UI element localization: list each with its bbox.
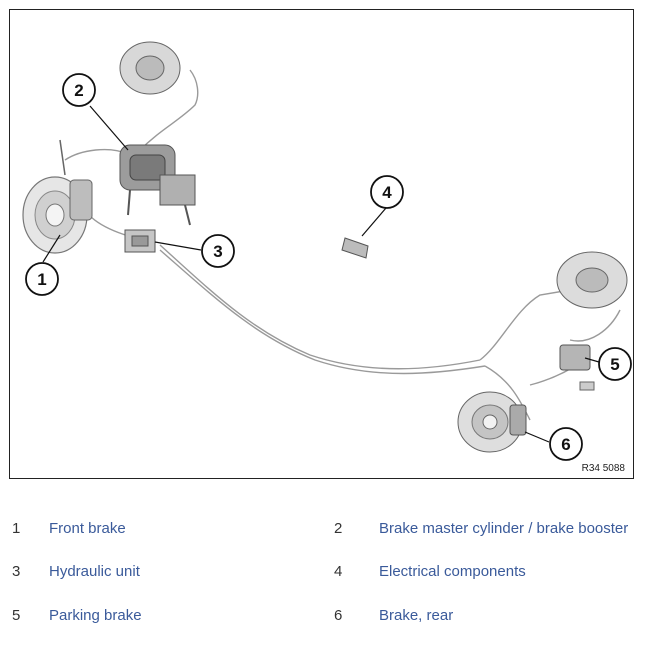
legend-label-master-cylinder: Brake master cylinder / brake booster (379, 520, 629, 537)
svg-text:5: 5 (610, 355, 619, 374)
brake-lines (64, 69, 621, 421)
hydraulic-unit (124, 229, 156, 253)
parking-brake (559, 344, 595, 391)
legend-number: 2 (334, 520, 343, 537)
brake-system-diagram: 1 2 3 4 5 6 R34 5088 (9, 9, 634, 479)
svg-text:1: 1 (37, 270, 46, 289)
legend-label-front-brake: Front brake (49, 520, 126, 537)
legend-label-parking-brake: Parking brake (49, 607, 142, 624)
legend-number: 6 (334, 607, 343, 624)
electrical-component (341, 237, 369, 259)
rear-brake (457, 391, 527, 453)
callout-6: 6 (549, 427, 583, 461)
legend-label-hydraulic-unit: Hydraulic unit (49, 563, 140, 580)
svg-text:2: 2 (74, 81, 83, 100)
leader-lines (42, 105, 600, 443)
callout-2: 2 (62, 73, 96, 107)
figure-code: R34 5088 (581, 463, 625, 474)
legend-label-rear-brake: Brake, rear (379, 607, 454, 624)
legend-number: 4 (334, 563, 343, 580)
svg-text:4: 4 (382, 183, 392, 202)
master-cylinder-booster (119, 41, 196, 226)
legend-number: 5 (12, 607, 21, 624)
front-brake (22, 139, 93, 254)
svg-text:6: 6 (561, 435, 570, 454)
callout-5: 5 (598, 347, 632, 381)
legend-label-electrical-components: Electrical components (379, 563, 526, 580)
diagram-drawing: 1 2 3 4 5 6 (22, 41, 632, 461)
legend-number: 3 (12, 563, 21, 580)
callout-3: 3 (201, 234, 235, 268)
callout-1: 1 (25, 262, 59, 296)
callout-4: 4 (370, 175, 404, 209)
legend-number: 1 (12, 520, 21, 537)
svg-text:3: 3 (213, 242, 222, 261)
rear-brake-upper (556, 251, 628, 309)
